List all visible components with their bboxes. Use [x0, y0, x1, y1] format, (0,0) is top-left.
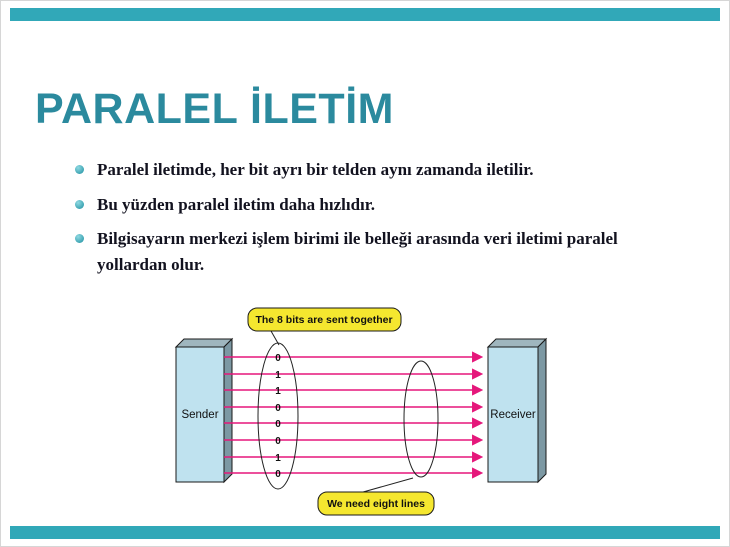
- receiver-box: Receiver: [486, 337, 548, 484]
- bullet-list: Paralel iletimde, her bit ayrı bir telde…: [73, 157, 685, 286]
- callout-bottom-pointer: [355, 477, 414, 495]
- bit-value: 0: [275, 353, 281, 364]
- callout-top-bubble: [247, 307, 402, 332]
- sender-box: Sender: [174, 337, 234, 484]
- receiver-box-front: [487, 346, 539, 483]
- parallel-transmission-diagram: Sender Receiver 0 1 1 0 0 0: [174, 307, 548, 516]
- bullet-text: Bu yüzden paralel iletim daha hızlıdır.: [97, 194, 376, 214]
- bullet-item: Paralel iletimde, her bit ayrı bir telde…: [73, 157, 685, 183]
- bit-value: 1: [275, 386, 281, 397]
- sender-label: Sender: [181, 409, 218, 421]
- sender-box-top-face: [174, 338, 234, 348]
- bit-value: 0: [275, 403, 281, 414]
- top-accent-bar: [10, 8, 720, 21]
- bit-column: 0 1 1 0 0 0 1 0: [275, 353, 281, 480]
- bullet-item: Bilgisayarın merkezi işlem birimi ile be…: [73, 226, 685, 277]
- receiver-box-side-face: [537, 337, 547, 484]
- lines-group-ellipse: [403, 360, 439, 478]
- bullet-item: Bu yüzden paralel iletim daha hızlıdır.: [73, 192, 685, 218]
- bottom-accent-bar: [10, 526, 720, 539]
- receiver-box-top-face: [486, 338, 548, 348]
- parallel-wires: [224, 351, 484, 479]
- bullet-icon: [75, 165, 84, 174]
- callout-top-text: The 8 bits are sent together: [255, 314, 392, 326]
- callout-bottom-bubble: [317, 491, 435, 516]
- callout-top-pointer: [270, 330, 280, 346]
- callout-bottom: We need eight lines: [317, 477, 435, 516]
- bit-value: 0: [275, 419, 281, 430]
- bit-value: 1: [275, 453, 281, 464]
- sender-box-front: [175, 346, 225, 483]
- bullet-text: Bilgisayarın merkezi işlem birimi ile be…: [97, 229, 618, 274]
- callout-bottom-text: We need eight lines: [327, 498, 425, 510]
- bullet-icon: [75, 199, 84, 209]
- sender-box-side-face: [223, 337, 233, 484]
- callout-top: The 8 bits are sent together: [247, 307, 402, 346]
- bit-value: 1: [275, 370, 281, 381]
- slide-title: PARALEL İLETİM: [35, 85, 394, 133]
- bits-group-ellipse: [257, 342, 299, 490]
- bit-value: 0: [275, 469, 281, 480]
- bullet-icon: [75, 234, 84, 243]
- bullet-text: Paralel iletimde, her bit ayrı bir telde…: [97, 160, 534, 179]
- bit-value: 0: [275, 436, 281, 447]
- receiver-label: Receiver: [490, 409, 536, 421]
